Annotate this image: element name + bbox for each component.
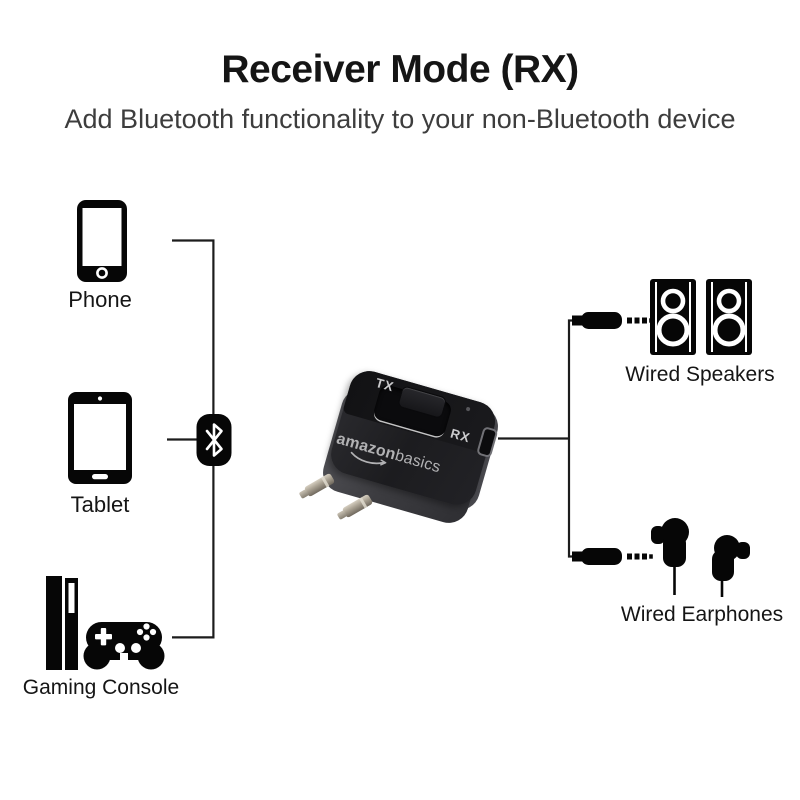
wired-speakers-label: Wired Speakers bbox=[625, 363, 775, 386]
speaker-right bbox=[706, 279, 752, 355]
audio-jack-speakers-icon bbox=[572, 312, 653, 329]
amazon-smile-arrow-icon bbox=[350, 451, 387, 466]
gaming-console-icon bbox=[46, 576, 165, 670]
speaker-left bbox=[650, 279, 696, 355]
tablet-label: Tablet bbox=[70, 492, 130, 517]
gamepad-icon bbox=[83, 622, 165, 670]
wired-speakers-icon bbox=[650, 279, 752, 355]
wired-earphones-label: Wired Earphones bbox=[620, 603, 784, 626]
bluetooth-icon bbox=[196, 414, 232, 466]
earbud-right bbox=[712, 535, 750, 597]
tablet-icon bbox=[68, 392, 132, 484]
phone-label: Phone bbox=[68, 287, 132, 312]
wired-earphones-icon bbox=[651, 518, 750, 597]
brand-text-light: basics bbox=[392, 447, 443, 477]
earbud-left bbox=[651, 518, 689, 595]
device-brand-logo: amazonbasics bbox=[334, 430, 443, 477]
page-subtitle: Add Bluetooth functionality to your non-… bbox=[64, 104, 736, 134]
phone-icon bbox=[77, 200, 127, 282]
bluetooth-receiver-device: TX RX amazonbasics bbox=[326, 366, 500, 510]
right-connector-lines bbox=[498, 319, 574, 558]
gaming-console-label: Gaming Console bbox=[22, 676, 180, 699]
audio-jack-earphones-icon bbox=[572, 548, 653, 565]
page-title: Receiver Mode (RX) bbox=[221, 48, 579, 91]
